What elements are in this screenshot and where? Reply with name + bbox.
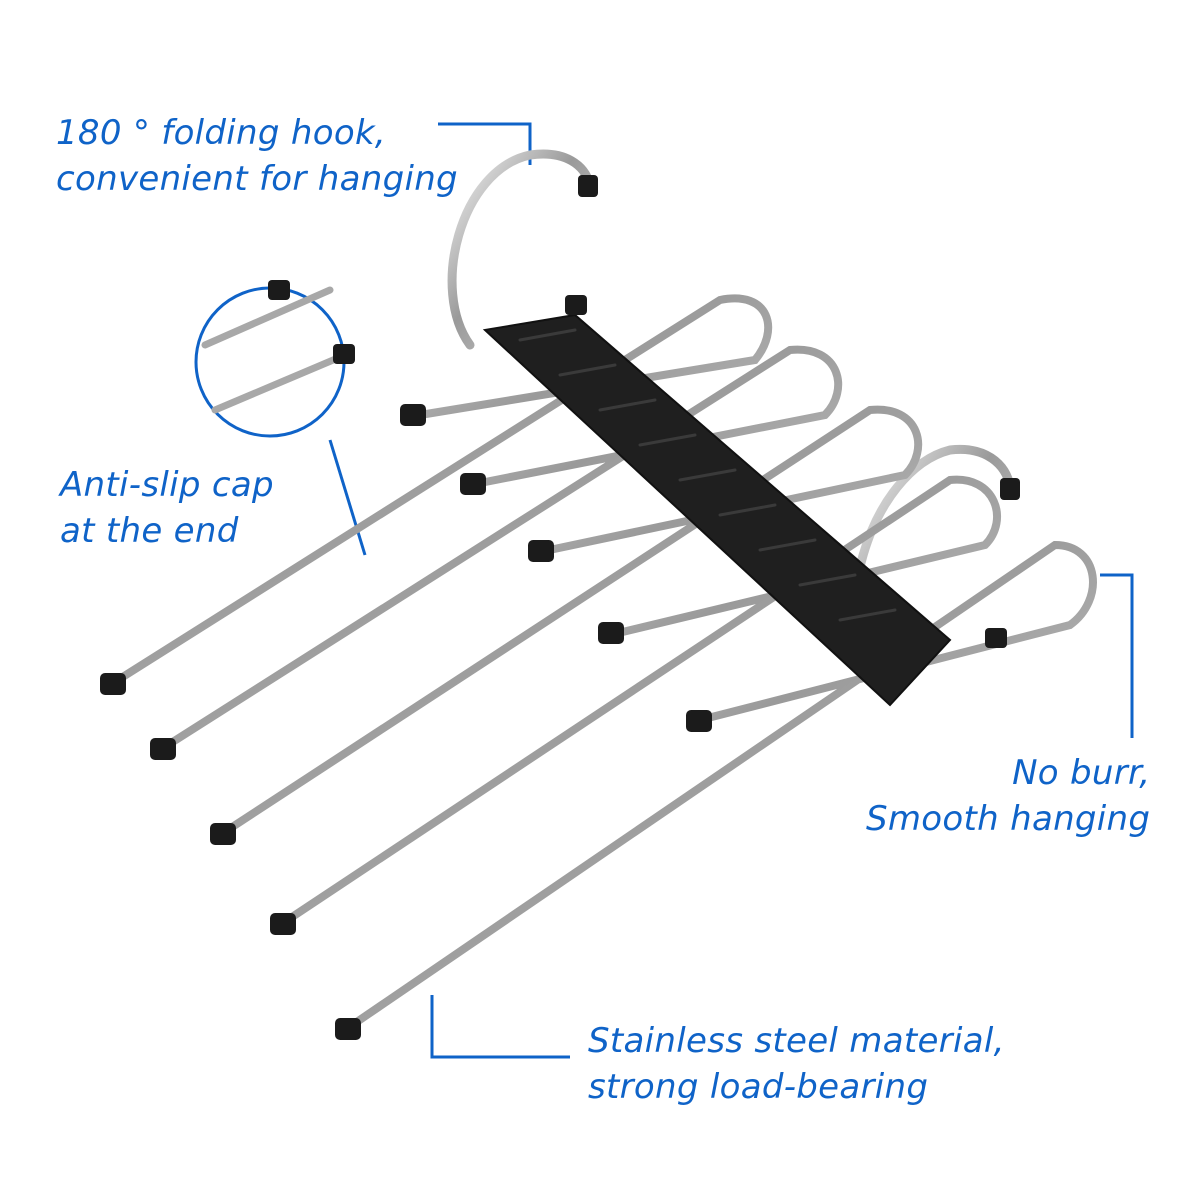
- end-cap-icon: [565, 295, 587, 315]
- callout-steel-line-2: strong load-bearing: [588, 1067, 929, 1107]
- end-cap-icon: [528, 540, 554, 562]
- hanger-spine: [482, 313, 952, 707]
- hook-cap-icon: [1000, 478, 1020, 500]
- burr-leader-line: [1100, 573, 1134, 738]
- callout-steel-line-1: Stainless steel material,: [588, 1021, 1005, 1061]
- callout-folding-hook: 180 ° folding hook, convenient for hangi…: [56, 110, 458, 202]
- end-cap-icon: [270, 913, 296, 935]
- callout-burr-line-1: No burr,: [1012, 753, 1151, 793]
- end-cap-icon: [686, 710, 712, 732]
- callout-hook-line-1: 180 ° folding hook,: [56, 113, 387, 153]
- end-cap-icon: [460, 473, 486, 495]
- end-caps: [100, 295, 1007, 1040]
- end-cap-icon: [598, 622, 624, 644]
- callout-no-burr: No burr, Smooth hanging: [866, 750, 1150, 842]
- end-cap-icon: [100, 673, 126, 695]
- rods: [106, 294, 1097, 1034]
- spine-ridges: [518, 328, 897, 622]
- rod-1: [106, 294, 773, 689]
- callout-cap-line-2: at the end: [60, 511, 239, 551]
- end-cap-icon: [985, 628, 1007, 648]
- end-cap-icon: [335, 1018, 361, 1040]
- rod-2: [156, 345, 843, 754]
- hanger: [100, 149, 1097, 1040]
- callout-anti-slip-cap: Anti-slip cap at the end: [60, 462, 274, 554]
- callout-burr-line-2: Smooth hanging: [866, 799, 1151, 839]
- zoom-detail: [201, 280, 355, 414]
- steel-leader-line: [430, 995, 570, 1059]
- end-cap-icon: [210, 823, 236, 845]
- callout-stainless-steel: Stainless steel material, strong load-be…: [588, 1018, 1005, 1110]
- callout-hook-line-2: convenient for hanging: [56, 159, 458, 199]
- end-cap-icon: [333, 344, 355, 364]
- end-cap-icon: [400, 404, 426, 426]
- rod-3: [216, 405, 923, 839]
- rod-5: [341, 540, 1097, 1034]
- end-cap-icon: [268, 280, 290, 300]
- cap-leader-line: [328, 439, 367, 556]
- folding-hook: [447, 149, 595, 350]
- hook-cap-icon: [578, 175, 598, 197]
- rod-4: [276, 475, 1002, 929]
- end-cap-icon: [150, 738, 176, 760]
- callout-cap-line-1: Anti-slip cap: [60, 465, 274, 505]
